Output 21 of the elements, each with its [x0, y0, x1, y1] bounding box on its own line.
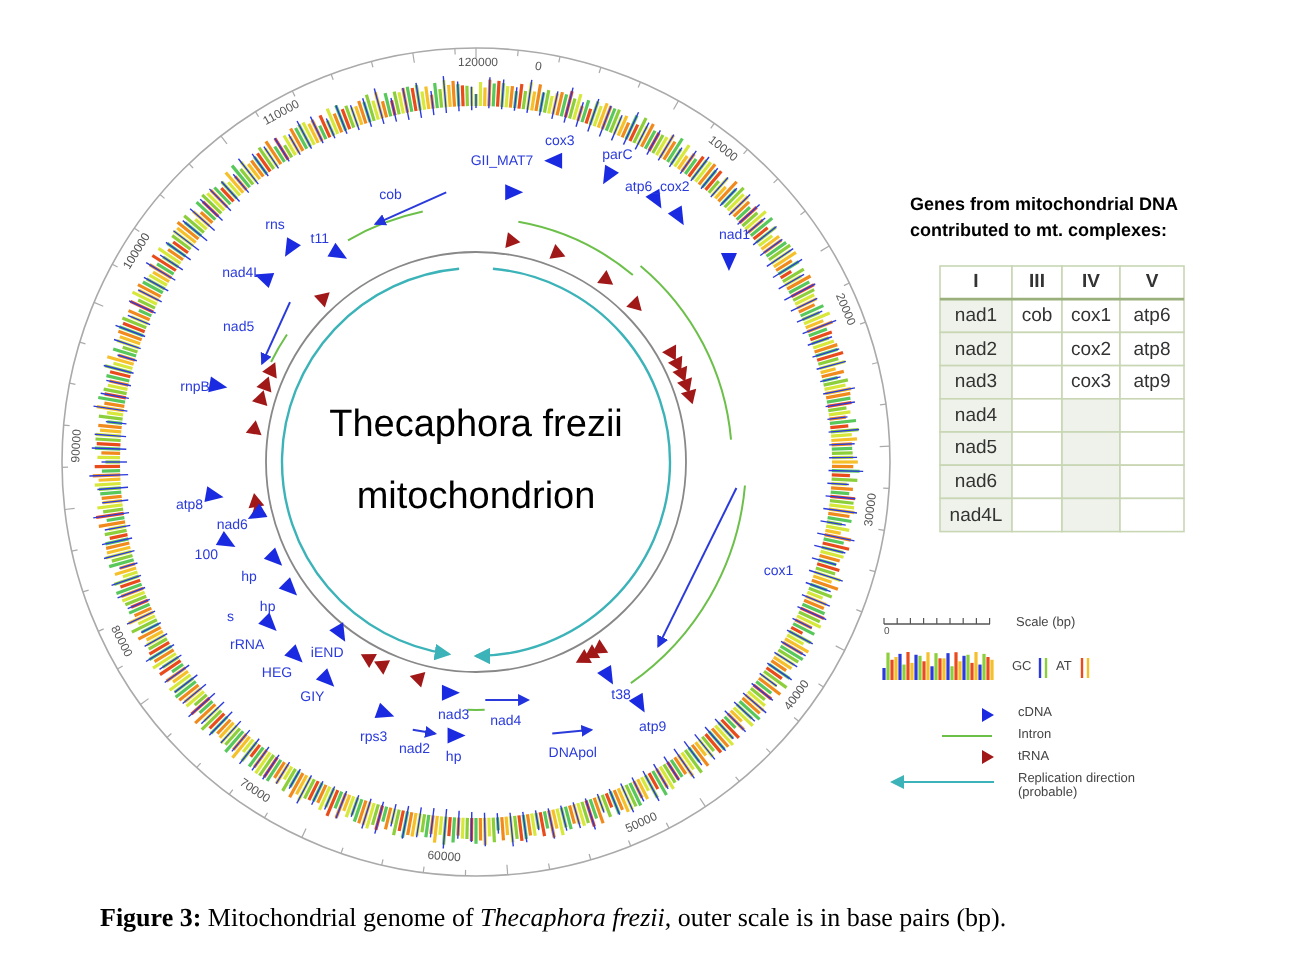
- table-cell-text: cox1: [1070, 306, 1112, 326]
- table-cell-text: nad3: [954, 372, 998, 392]
- table-cell-text: nad2: [954, 339, 998, 359]
- column-header: IV: [1082, 273, 1100, 293]
- table-cell-text: cob: [1021, 306, 1053, 326]
- column-header: I: [973, 273, 979, 293]
- genome-title: Thecaphora frezii mitochondrion: [327, 401, 625, 522]
- table-cell-text: cox3: [1070, 372, 1112, 392]
- table-cell-text: nad4L: [949, 505, 1003, 525]
- table-cell-text: nad5: [954, 439, 998, 459]
- table-cell-text: atp6: [1133, 306, 1171, 326]
- column-header: V: [1145, 273, 1159, 293]
- table-cell-text: cox2: [1070, 339, 1112, 359]
- table-cell-text: nad6: [954, 472, 998, 492]
- column-header: III: [1029, 273, 1045, 293]
- table-heading: Genes from mitochondrial DNA contributed to mt. complexes:: [910, 192, 1180, 243]
- figure-caption: Figure 3: Mitochondrial genome of Thecaphora frezii, outer scale is in base pairs (bp).: [100, 904, 1007, 930]
- table-cell-text: nad1: [954, 306, 998, 326]
- table-cell-text: nad4: [954, 405, 998, 425]
- table-cell-text: atp8: [1133, 339, 1171, 359]
- table-cell-text: atp9: [1133, 372, 1171, 392]
